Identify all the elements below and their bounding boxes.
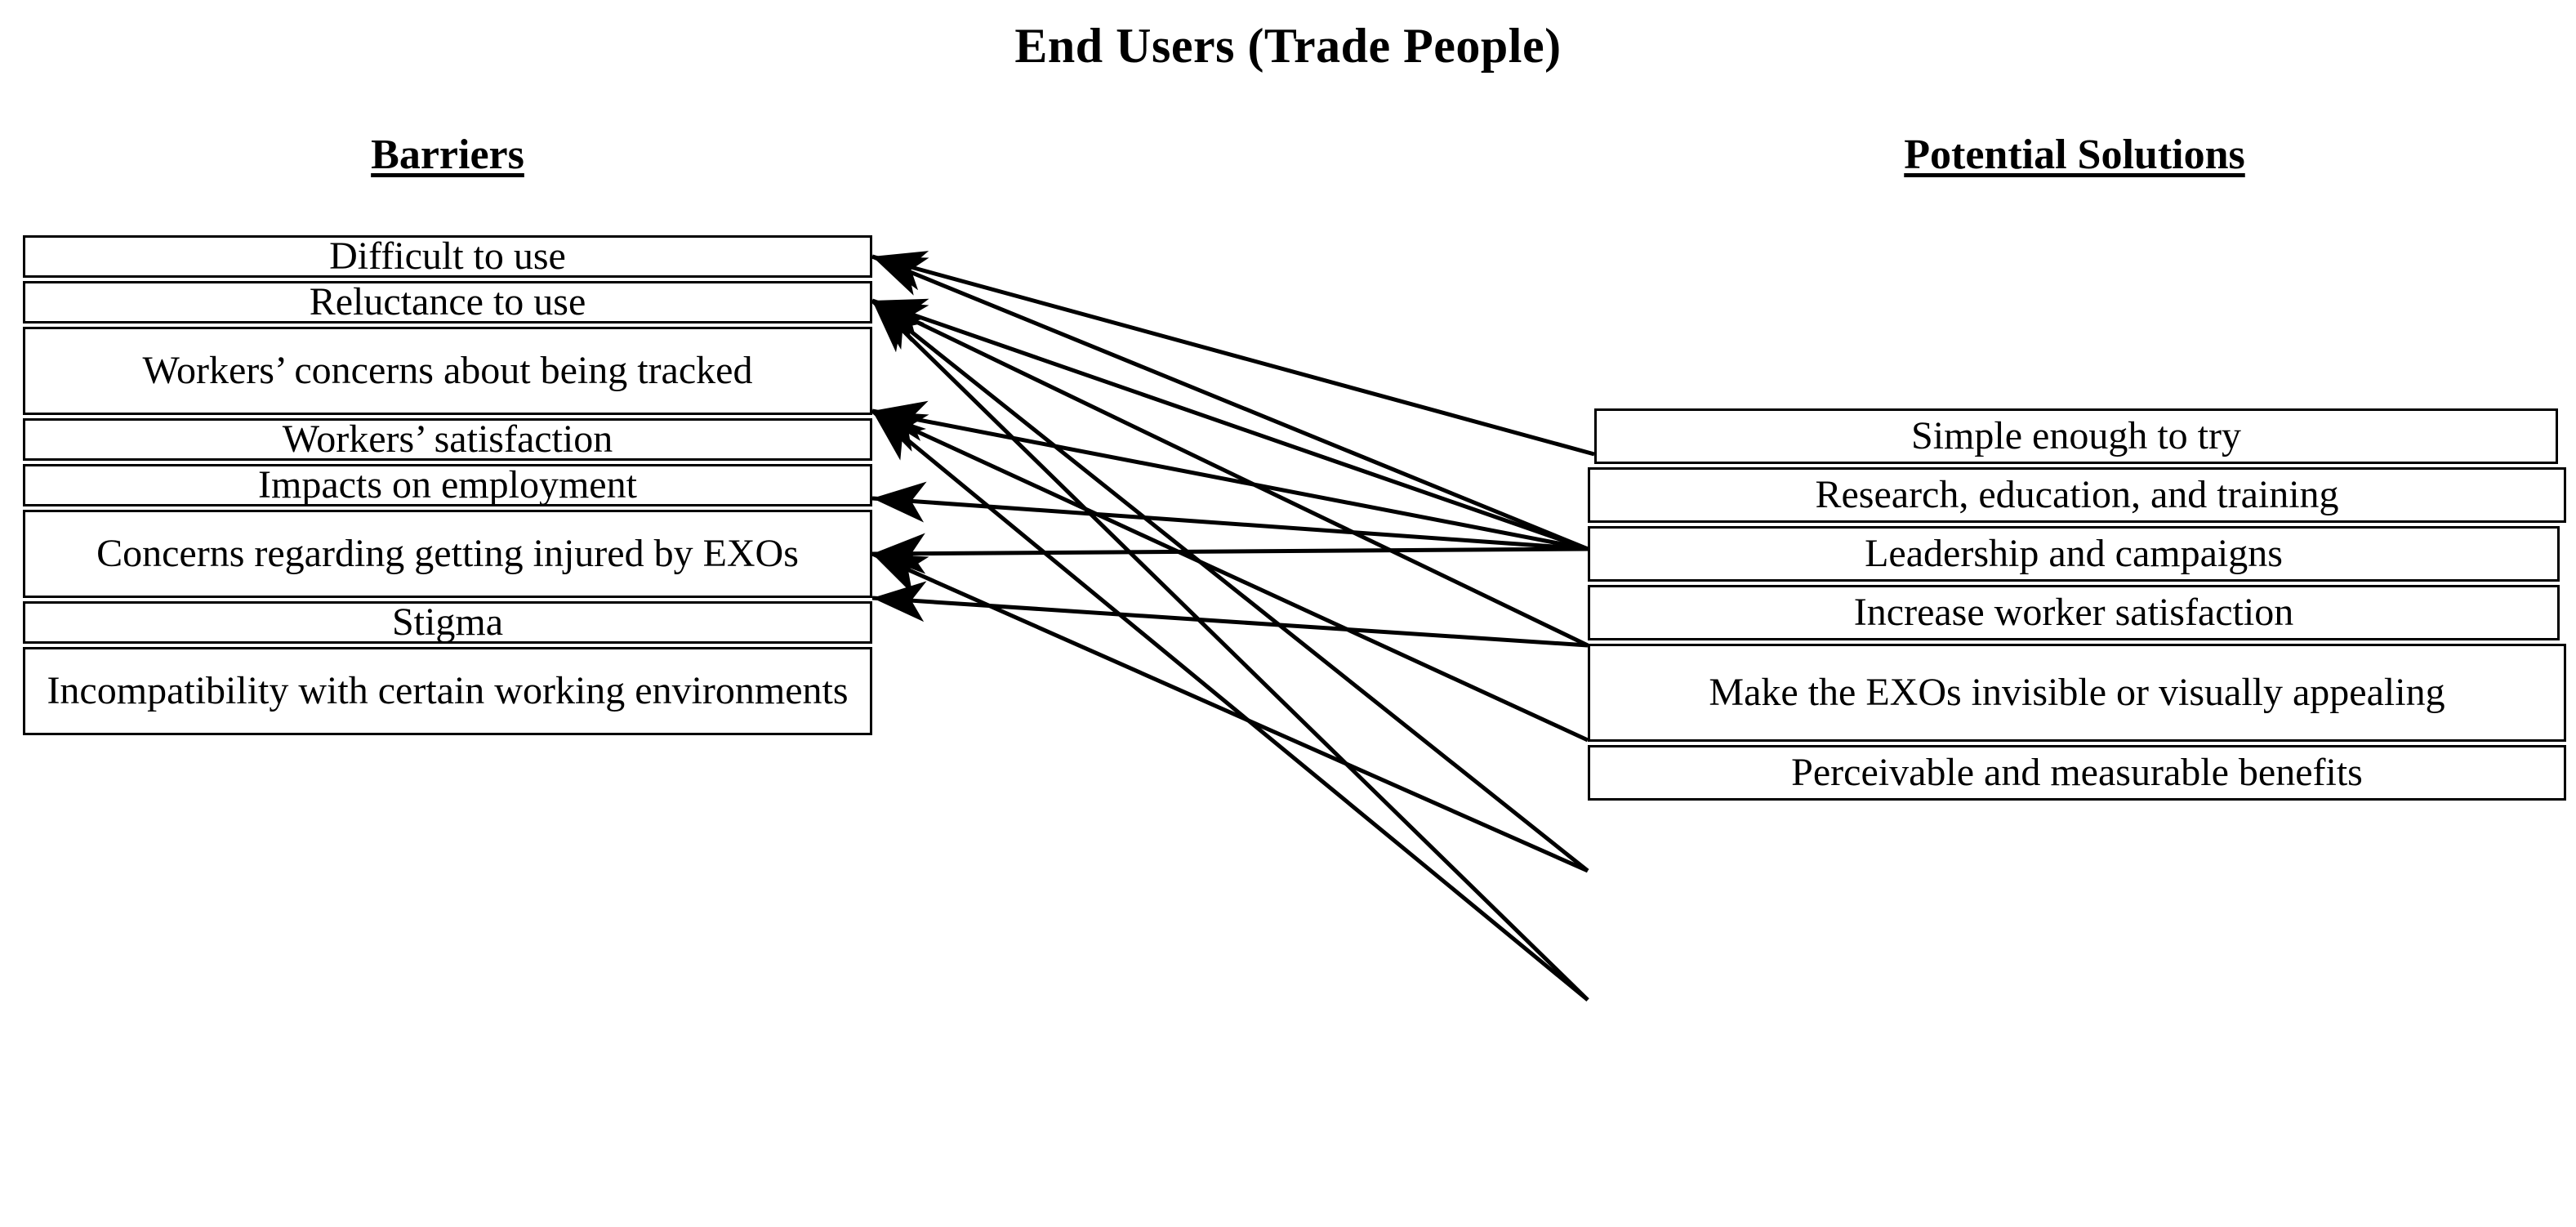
solution-box-research-education-training[interactable]: Research, education, and training	[1588, 467, 2566, 523]
barrier-label: Stigma	[391, 600, 503, 645]
barrier-label: Impacts on employment	[258, 463, 637, 507]
connector-leadership-campaigns-to-reluctance-to-use	[871, 298, 1589, 648]
solution-box-simple-enough-to-try[interactable]: Simple enough to try	[1594, 408, 2558, 464]
barrier-box-stigma[interactable]: Stigma	[23, 600, 872, 645]
barrier-box-workers-satisfaction[interactable]: Workers’ satisfaction	[23, 417, 872, 462]
solution-label: Research, education, and training	[1815, 473, 2339, 517]
column-heading-potential-solutions: Potential Solutions	[1904, 132, 2245, 178]
connector-perceivable-benefits-to-reluctance-to-use	[871, 299, 1589, 1002]
barrier-box-impacts-on-employment[interactable]: Impacts on employment	[23, 463, 872, 507]
connector-research-education-training-to-concerns-injury-exos	[871, 481, 1589, 551]
connector-research-education-training-to-difficult-to-use	[871, 254, 1589, 551]
connector-research-education-training-to-workers-satisfaction	[871, 400, 1589, 551]
barrier-box-difficult-to-use[interactable]: Difficult to use	[23, 234, 872, 279]
solution-label: Simple enough to try	[1911, 414, 2241, 458]
barrier-box-incompatibility-envs[interactable]: Incompatibility with certain working env…	[23, 647, 872, 735]
connector-simple-enough-to-try-to-difficult-to-use	[871, 251, 1595, 457]
connector-perceivable-benefits-to-workers-satisfaction	[871, 409, 1589, 1002]
barrier-label: Workers’ satisfaction	[282, 417, 613, 462]
solution-box-increase-worker-satisfaction[interactable]: Increase worker satisfaction	[1588, 585, 2560, 640]
column-heading-barriers: Barriers	[371, 132, 524, 178]
solution-box-make-exos-invisible[interactable]: Make the EXOs invisible or visually appe…	[1588, 644, 2566, 742]
barrier-label: Reluctance to use	[309, 280, 586, 324]
solution-box-perceivable-benefits[interactable]: Perceivable and measurable benefits	[1588, 745, 2566, 801]
connector-increase-worker-satisfaction-to-workers-satisfaction	[871, 408, 1589, 743]
connector-make-exos-invisible-to-reluctance-to-use	[871, 299, 1589, 872]
barrier-label: Incompatibility with certain working env…	[47, 669, 849, 713]
barrier-label: Difficult to use	[329, 234, 566, 279]
barrier-box-concerns-being-tracked[interactable]: Workers’ concerns about being tracked	[23, 327, 872, 415]
solution-box-leadership-campaigns[interactable]: Leadership and campaigns	[1588, 526, 2560, 582]
connector-research-education-training-to-stigma	[871, 533, 1589, 574]
connector-leadership-campaigns-to-incompatibility-envs	[871, 581, 1589, 648]
barrier-box-concerns-injury-exos[interactable]: Concerns regarding getting injured by EX…	[23, 510, 872, 598]
solution-label: Leadership and campaigns	[1865, 532, 2283, 576]
connector-research-education-training-to-reluctance-to-use	[871, 298, 1589, 551]
connector-make-exos-invisible-to-stigma	[871, 551, 1589, 873]
solution-label: Make the EXOs invisible or visually appe…	[1709, 671, 2445, 715]
solution-label: Perceivable and measurable benefits	[1791, 751, 2363, 795]
barrier-box-reluctance-to-use[interactable]: Reluctance to use	[23, 280, 872, 324]
barrier-label: Workers’ concerns about being tracked	[142, 349, 753, 393]
barrier-label: Concerns regarding getting injured by EX…	[96, 532, 799, 576]
solution-label: Increase worker satisfaction	[1853, 591, 2294, 635]
page-title: End Users (Trade People)	[1014, 19, 1562, 73]
